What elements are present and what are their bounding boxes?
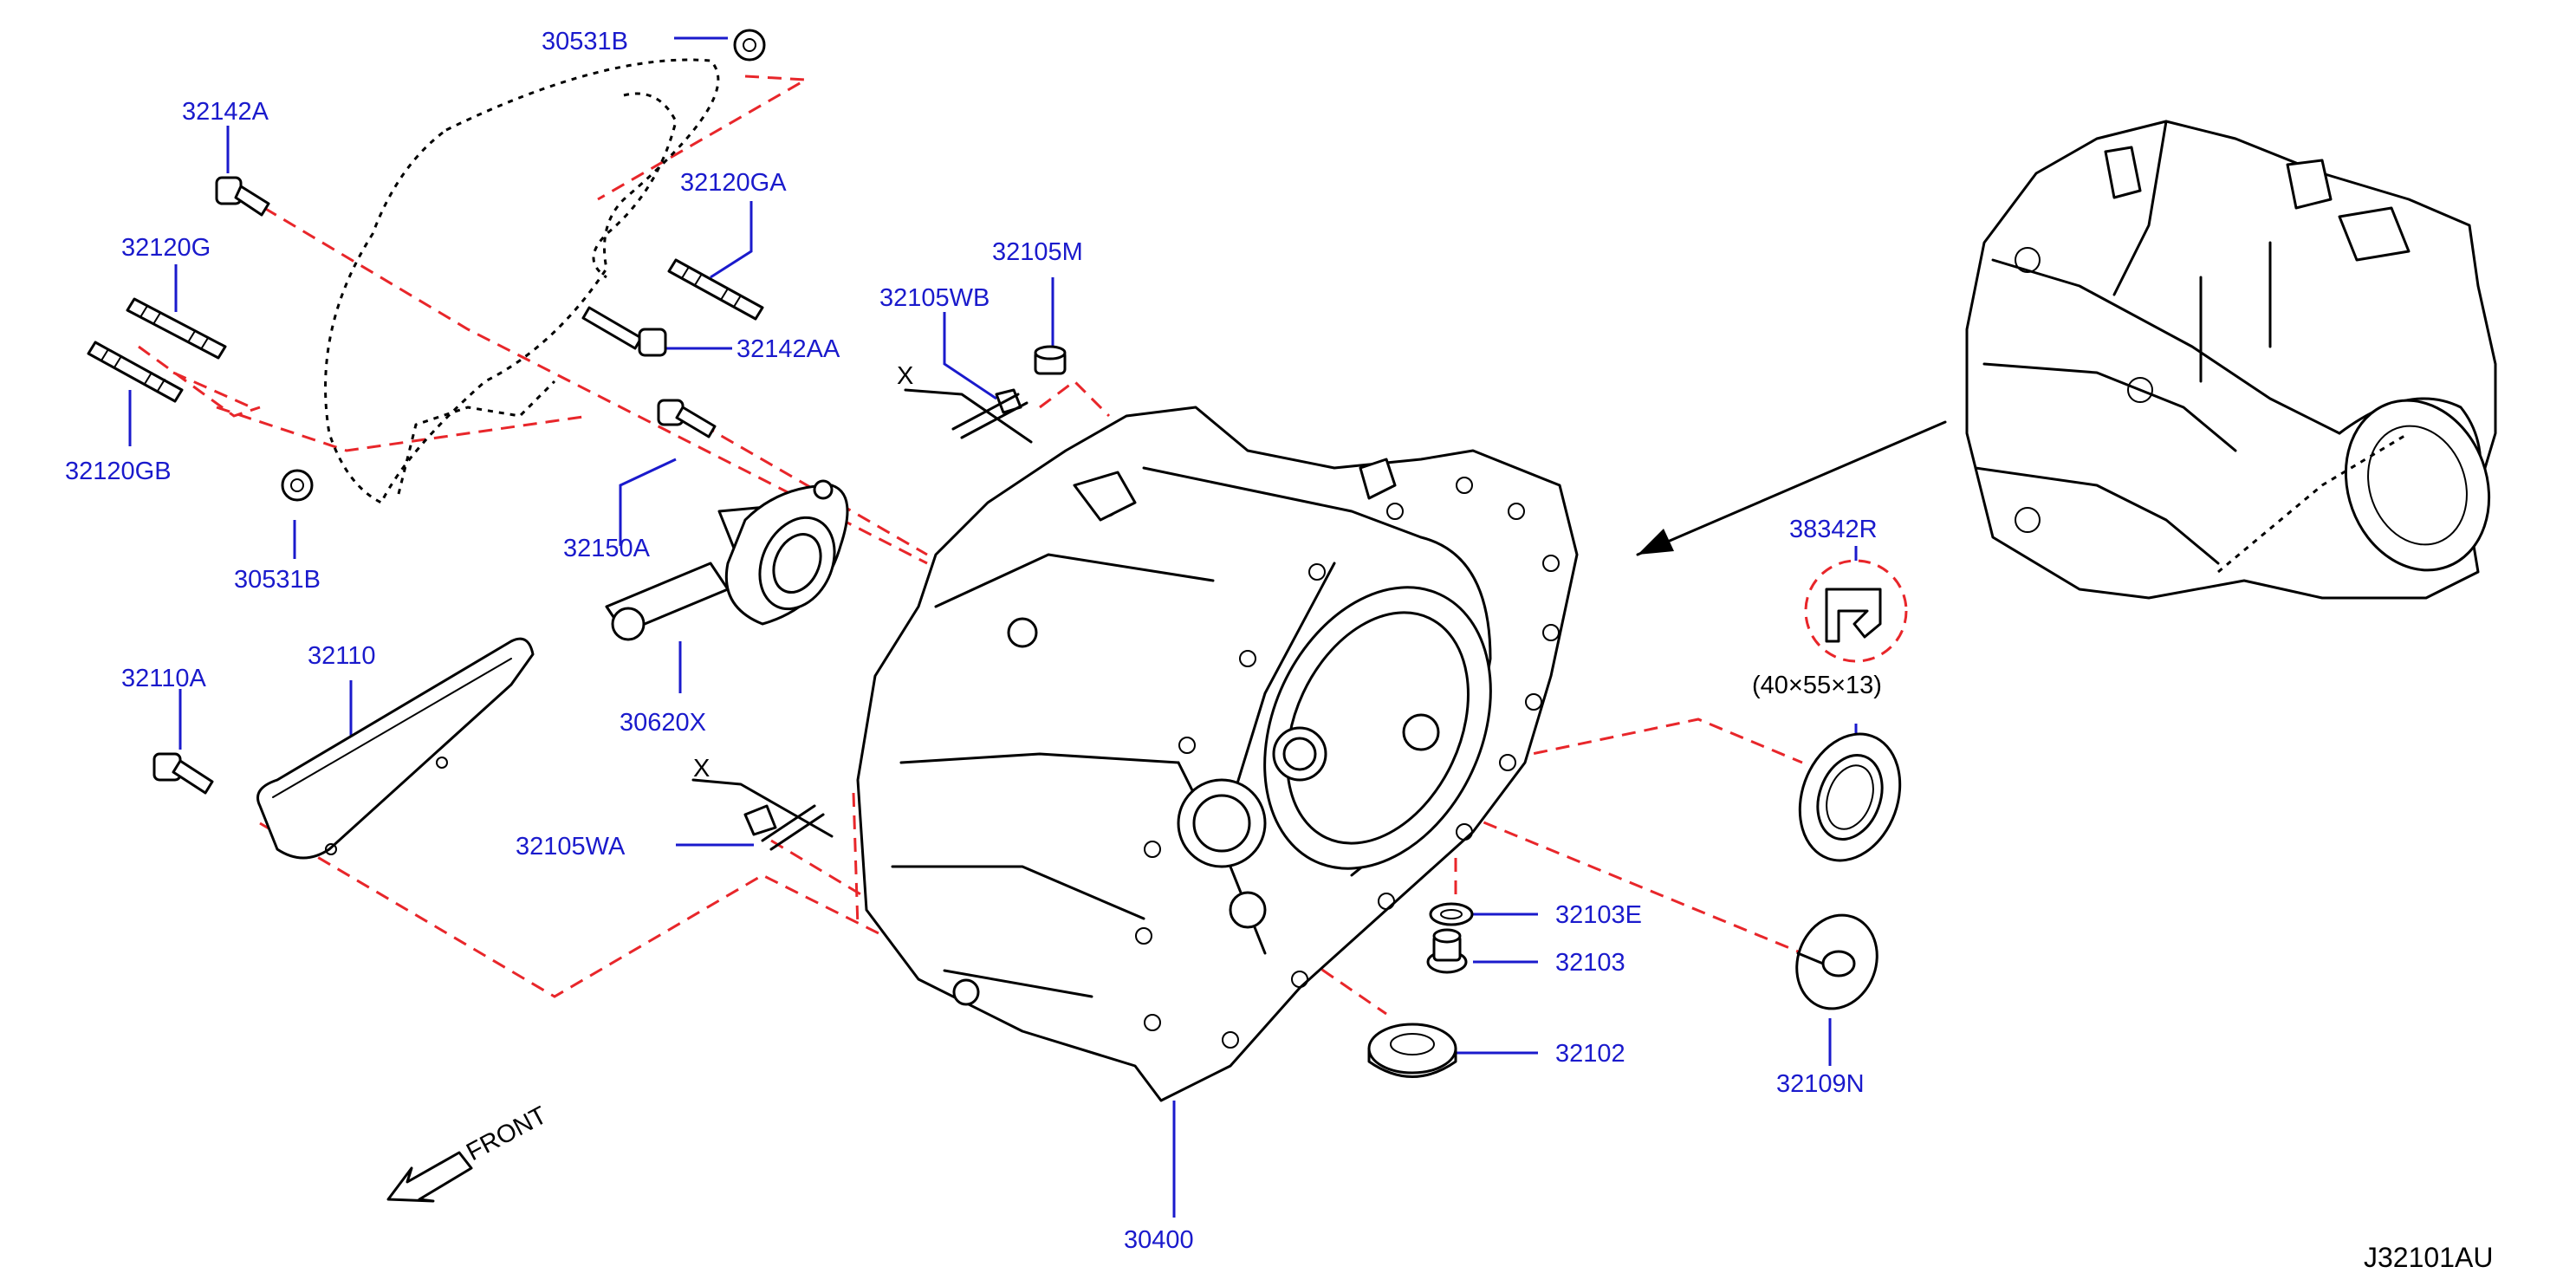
stud-32120gb [87, 341, 184, 403]
label-32110a: 32110A [121, 665, 206, 692]
bolt-32142a [215, 176, 270, 217]
label-32120gb: 32120GB [65, 458, 172, 485]
detail-mark-x-top: X [897, 362, 913, 390]
stud-32120ga [667, 258, 764, 321]
front-arrow-icon [386, 1151, 473, 1203]
flange-bolt-holes [1135, 477, 1560, 1049]
label-32142a: 32142A [182, 98, 269, 126]
oil-seal-38342r [1798, 732, 1902, 862]
oil-seal-detail-38342r [1804, 559, 1908, 663]
plug-32105m [1034, 345, 1067, 375]
nut-30531b-bottom [281, 469, 314, 502]
label-32120g: 32120G [121, 234, 211, 262]
leader-lines [128, 36, 1858, 1218]
transmission-case-30400 [856, 406, 1579, 1102]
label-32142aa: 32142AA [736, 335, 840, 363]
washer-32103e [1429, 902, 1474, 926]
bolt-30531b-top [733, 29, 766, 62]
label-38342r: 38342R [1789, 516, 1878, 543]
bolt-32110a [152, 752, 214, 795]
label-32102: 32102 [1555, 1040, 1625, 1068]
label-32120ga: 32120GA [680, 169, 787, 197]
label-32105wa: 32105WA [516, 833, 626, 861]
dowel-32105wb [904, 388, 1033, 444]
cap-32109n [1795, 913, 1878, 1010]
slave-cylinder-30620x [605, 479, 849, 641]
label-32150a: 32150A [563, 535, 651, 562]
assembled-transaxle [1965, 120, 2497, 600]
cover-plate-32110 [256, 637, 535, 860]
label-30531b-bottom: 30531B [234, 566, 321, 594]
bolt-32142aa [581, 306, 667, 357]
label-32103e: 32103E [1555, 901, 1642, 929]
drain-plug-32103 [1426, 928, 1468, 974]
stud-32120g [126, 297, 227, 360]
figure-code: J32101AU [2364, 1242, 2493, 1273]
label-32110: 32110 [308, 642, 376, 670]
label-32109n: 32109N [1776, 1070, 1865, 1098]
detail-mark-x-bottom: X [693, 755, 710, 783]
dowel-32105wa [691, 778, 834, 851]
seal-32102 [1367, 1023, 1457, 1078]
label-32103: 32103 [1555, 949, 1625, 977]
gasket-outline [324, 58, 720, 505]
label-32105m: 32105M [992, 238, 1083, 266]
label-30400: 30400 [1124, 1226, 1194, 1254]
label-30620x: 30620X [620, 709, 706, 737]
bolt-32150a [657, 399, 717, 438]
direction-arrow [1636, 420, 1947, 556]
seal-size-label: (40×55×13) [1752, 672, 1882, 699]
front-label: FRONT [462, 1101, 551, 1166]
label-30531b-top: 30531B [542, 28, 628, 55]
label-32105wb: 32105WB [879, 284, 990, 312]
